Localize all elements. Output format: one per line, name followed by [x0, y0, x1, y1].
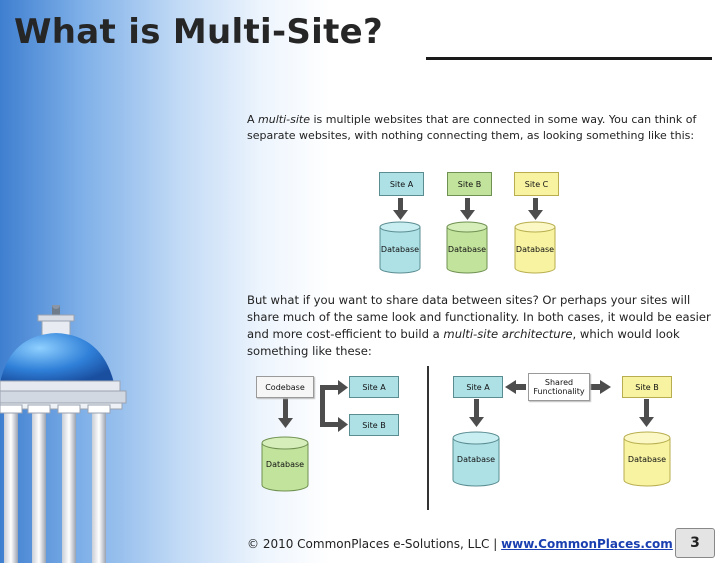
diagram1-site-c: Site C — [514, 172, 559, 196]
diagram3-shared-functionality: Shared Functionality — [528, 373, 590, 401]
page-title: What is Multi-Site? — [14, 12, 384, 52]
footer-link[interactable]: www.CommonPlaces.com — [501, 537, 673, 551]
title-underline — [426, 57, 712, 60]
diagram2-site-b: Site B — [349, 414, 399, 436]
footer-copyright: © 2010 CommonPlaces e-Solutions, LLC | — [247, 537, 502, 551]
diagram1-site-b: Site B — [447, 172, 492, 196]
diagram2-database: Database — [265, 460, 305, 469]
diagram2-site-a: Site A — [349, 376, 399, 398]
page-number: 3 — [675, 528, 715, 558]
diagram2-codebase: Codebase — [256, 376, 314, 398]
diagram1-database-c: Database — [515, 245, 555, 254]
diagram1-site-a: Site A — [379, 172, 424, 196]
diagram3-site-b: Site B — [622, 376, 672, 398]
diagram1-database-a: Database — [380, 245, 420, 254]
diagram3-database-a: Database — [456, 455, 496, 464]
intro-paragraph: A multi-site is multiple websites that a… — [247, 113, 697, 142]
diagram3-database-b: Database — [627, 455, 667, 464]
diagram1-database-b: Database — [447, 245, 487, 254]
architecture-paragraph: But what if you want to share data betwe… — [247, 293, 711, 358]
diagram3-site-a: Site A — [453, 376, 503, 398]
temple-dome-illustration — [0, 305, 127, 563]
footer: © 2010 CommonPlaces e-Solutions, LLC | w… — [247, 537, 673, 551]
